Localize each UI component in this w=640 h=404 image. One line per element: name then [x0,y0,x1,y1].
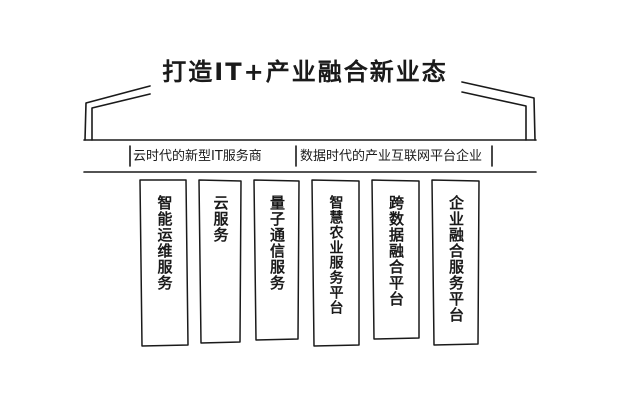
pillar-box-6 [431,179,480,346]
pillar-label: 云服务 [211,195,230,243]
pillar-box-1 [139,179,189,347]
roof-right-line [461,81,536,141]
pillar-box-3 [253,179,300,341]
pillar-1: 智能运维服务 [140,183,188,343]
pillar-label: 智能运维服务 [155,195,174,291]
pillar-label: 量子通信服务 [268,195,286,291]
pillar-box-4 [311,179,360,347]
band-label-right: 数据时代的产业互联网平台企业 [300,149,483,164]
roof-inner-left [91,93,151,141]
pillar-box-5 [371,179,420,340]
pillar-box-2 [198,179,242,344]
pillar-2: 云服务 [199,183,241,343]
pillar-6: 企业融合服务平台 [432,183,479,343]
pillar-5: 跨数据融合平台 [372,183,419,343]
diagram-title: 打造IT+产业融合新业态 [162,58,448,86]
pillar-label: 企业融合服务平台 [447,195,465,323]
pillar-3: 量子通信服务 [254,183,299,343]
pillar-label: 跨数据融合平台 [387,195,405,307]
roof-inner-right [461,91,527,141]
pillar-label: 智慧农业服务平台 [327,195,344,315]
band-label-left: 云时代的新型IT服务商 [133,149,262,164]
roof-left-line [84,85,151,141]
pillar-4: 智慧农业服务平台 [312,183,359,343]
